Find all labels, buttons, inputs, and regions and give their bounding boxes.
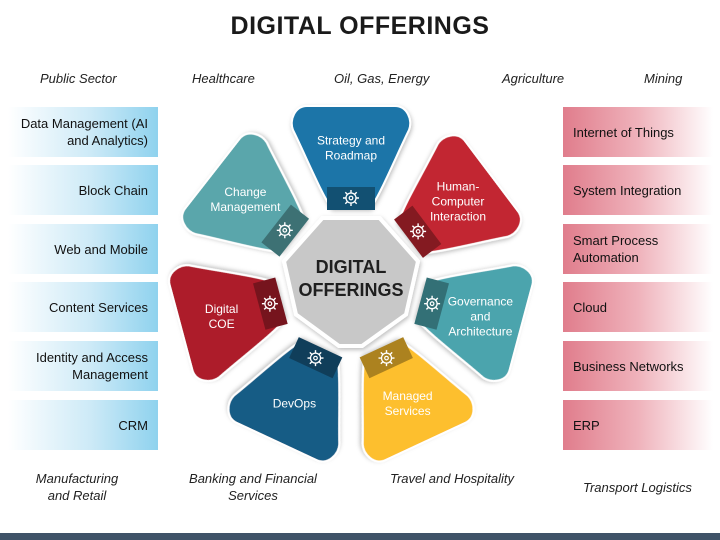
footer-bar <box>0 533 720 540</box>
left-item-box: Identity and Access Management <box>8 341 158 391</box>
right-item-label: ERP <box>573 417 600 433</box>
petal <box>227 337 343 463</box>
petal <box>414 264 534 382</box>
right-item-box: Cloud <box>563 282 713 332</box>
petal-shape <box>168 264 286 382</box>
sector-label: Manufacturing and Retail <box>35 471 119 503</box>
right-item-box: ERP <box>563 400 713 450</box>
petal-shape <box>397 134 522 254</box>
right-item-label: Smart Process Automation <box>573 233 659 265</box>
sector-label: Mining <box>644 71 683 86</box>
petal <box>290 105 412 210</box>
petal-label: DevOps <box>273 396 316 410</box>
sector-label: Banking and Financial Services <box>189 471 317 503</box>
right-item-box: Internet of Things <box>563 107 713 157</box>
petal-icon-tab <box>414 277 449 330</box>
sector-label: Oil, Gas, Energy <box>334 71 430 86</box>
right-item-label: Business Networks <box>573 358 684 374</box>
left-item-label: Identity and Access Management <box>35 350 148 382</box>
petal-shape <box>227 339 341 463</box>
petal <box>359 337 475 463</box>
page-title: DIGITAL OFFERINGS <box>230 12 490 40</box>
petal-shape <box>290 105 412 209</box>
petal-icon-tab <box>253 277 288 330</box>
petal-icon-tab <box>394 205 442 258</box>
left-item-label: Data Management (AI and Analytics) <box>20 116 148 148</box>
petal <box>168 264 288 382</box>
center-node: DIGITAL OFFERINGS <box>281 216 421 348</box>
petal-shape <box>416 264 534 382</box>
petal <box>181 132 310 257</box>
petal <box>394 134 522 258</box>
sector-label: Transport Logistics <box>583 480 692 495</box>
petal-icon-tab <box>359 337 413 379</box>
center-polygon <box>281 216 421 348</box>
center-label: DIGITAL <box>316 257 387 277</box>
petal-icon-tab <box>261 204 310 257</box>
sector-label: Travel and Hospitality <box>390 471 515 486</box>
petal-icon-tab <box>289 337 343 379</box>
left-item-label: Web and Mobile <box>54 241 148 257</box>
sector-label: Public Sector <box>40 71 117 86</box>
left-item-box: Content Services <box>8 282 158 332</box>
right-item-box: Business Networks <box>563 341 713 391</box>
left-item-box: CRM <box>8 400 158 450</box>
sector-label: Agriculture <box>502 71 565 86</box>
petal-shape <box>181 132 306 253</box>
left-item-label: Block Chain <box>78 182 148 198</box>
left-item-label: CRM <box>118 417 148 433</box>
right-item-label: Cloud <box>573 299 607 315</box>
right-item-box: Smart Process Automation <box>563 224 713 274</box>
left-item-label: Content Services <box>49 299 148 315</box>
left-item-box: Data Management (AI and Analytics) <box>8 107 158 157</box>
right-item-label: System Integration <box>573 182 682 198</box>
center-label: OFFERINGS <box>298 280 403 300</box>
sector-label: Healthcare <box>192 71 255 86</box>
left-item-box: Web and Mobile <box>8 224 158 274</box>
petal-icon-tab <box>327 187 375 210</box>
right-item-box: System Integration <box>563 165 713 215</box>
left-item-box: Block Chain <box>8 165 158 215</box>
petal-shape <box>361 339 475 463</box>
right-item-label: Internet of Things <box>573 124 674 140</box>
